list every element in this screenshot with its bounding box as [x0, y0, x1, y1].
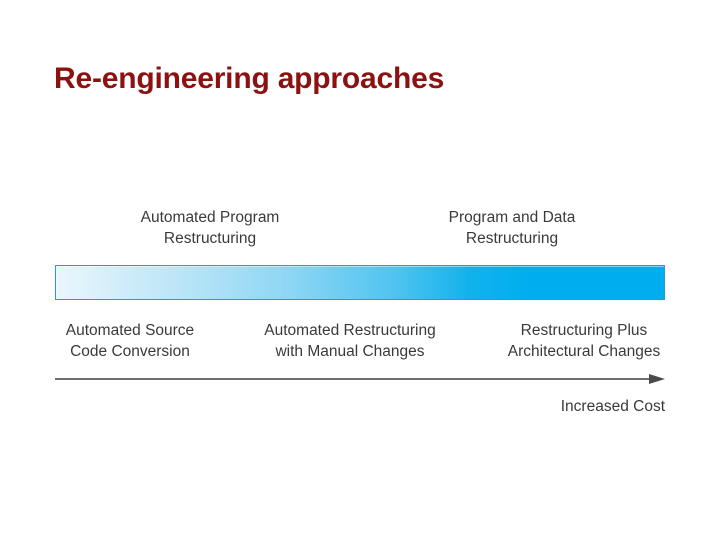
bottom-label-line1: Automated Restructuring — [264, 322, 436, 339]
cost-gradient-bar — [55, 265, 665, 300]
page-title: Re-engineering approaches — [54, 62, 445, 95]
bottom-label-line2: with Manual Changes — [275, 343, 425, 361]
top-label-line2: Restructuring — [163, 230, 257, 248]
bottom-label-line2: Code Conversion — [70, 343, 190, 361]
axis-line — [55, 378, 651, 380]
bottom-label-line1: Automated Source — [65, 322, 195, 339]
top-label-program-and-data-restructuring: Program and Data Restructuring — [412, 207, 612, 250]
bottom-label-automated-restructuring-with-manual-changes: Automated Restructuring with Manual Chan… — [245, 320, 455, 363]
arrow-right-icon — [649, 374, 665, 384]
bottom-label-line2: Architectural Changes — [507, 343, 661, 361]
top-label-line1: Automated Program — [140, 209, 280, 226]
top-label-line2: Restructuring — [465, 230, 559, 248]
bottom-label-restructuring-plus-architectural-changes: Restructuring Plus Architectural Changes — [478, 320, 690, 363]
top-label-automated-program-restructuring: Automated Program Restructuring — [110, 207, 310, 250]
axis-caption: Increased Cost — [560, 398, 665, 415]
top-label-line1: Program and Data — [448, 209, 576, 226]
bottom-label-automated-source-code-conversion: Automated Source Code Conversion — [30, 320, 230, 363]
bottom-label-line1: Restructuring Plus — [520, 322, 648, 339]
increased-cost-axis — [55, 374, 665, 386]
